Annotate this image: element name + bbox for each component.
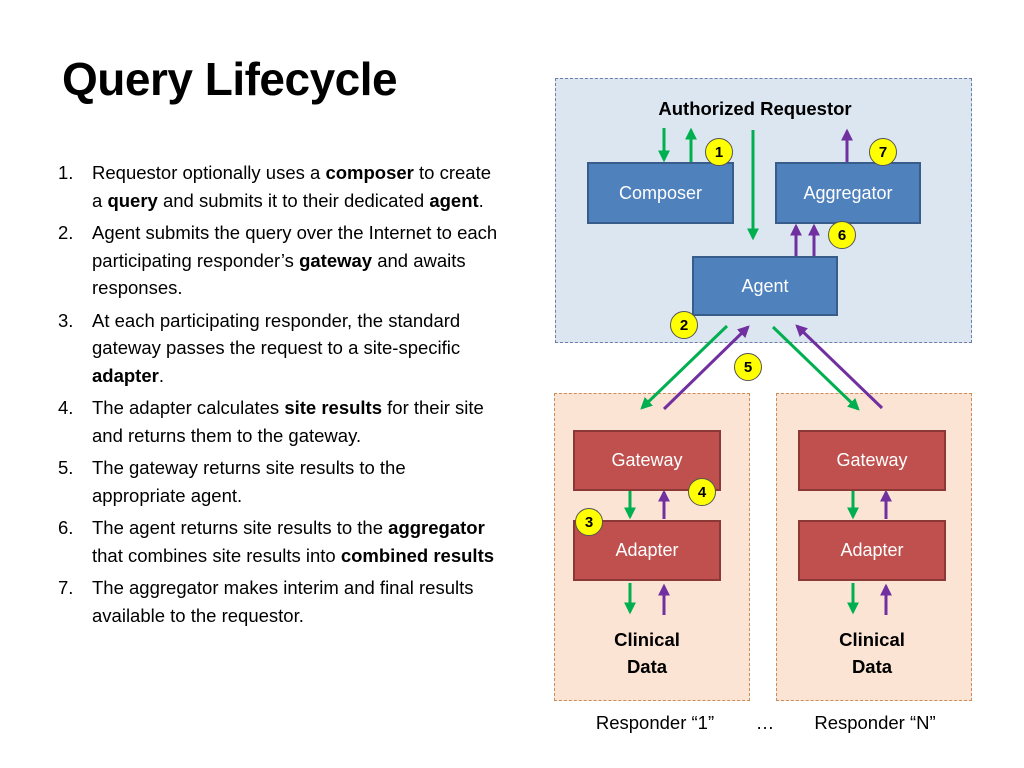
step-item: 3. At each participating responder, the s…: [58, 307, 498, 390]
clinical-data-line1: Clinical: [839, 629, 905, 650]
step-text: The agent returns site results to the: [92, 517, 389, 538]
step-text: and submits it to their dedicated: [157, 189, 430, 211]
authorized-requestor-label: Authorized Requestor: [658, 98, 852, 119]
step-item: 1. Requestor optionally uses a composer t…: [58, 159, 498, 214]
lifecycle-steps-list: 1. Requestor optionally uses a composer t…: [58, 159, 498, 634]
responder-1-caption: Responder “1”: [595, 712, 715, 733]
step-keyword: query: [107, 189, 158, 211]
step-text: The aggregator makes interim and final r…: [92, 577, 474, 626]
step-text: The adapter calculates: [92, 397, 285, 418]
step-text: that combines site results into: [92, 544, 341, 566]
agent-box[interactable]: Agent: [692, 256, 838, 316]
step-text: Requestor optionally uses a: [92, 162, 326, 183]
step-badge-4: 4: [688, 478, 716, 506]
step-text: Agent submits the query over the Interne…: [92, 222, 498, 271]
step-text: .: [158, 364, 164, 386]
clinical-data-line2: Data: [851, 656, 893, 677]
step-number: 6.: [58, 517, 74, 538]
aggregator-box[interactable]: Aggregator: [775, 162, 921, 224]
responder-n-caption: Responder “N”: [814, 712, 936, 733]
step-number: 1.: [58, 162, 74, 183]
responders-ellipsis: …: [755, 712, 775, 733]
clinical-data-line2: Data: [626, 656, 668, 677]
step-text: The gateway returns site results to the …: [92, 457, 406, 506]
clinical-data-responder-n: Clinical Data: [812, 626, 932, 680]
step-number: 3.: [58, 309, 74, 331]
step-keyword: adapter: [92, 364, 159, 386]
step-text: and awaits responses.: [92, 249, 466, 299]
step-keyword: aggregator: [388, 517, 485, 538]
step-badge-5: 5: [734, 353, 762, 381]
step-keyword: combined results: [340, 544, 495, 566]
clinical-data-line1: Clinical: [614, 629, 680, 650]
gateway-box-responder-n[interactable]: Gateway: [798, 430, 946, 491]
step-number: 4.: [58, 397, 74, 418]
step-number: 7.: [58, 577, 74, 598]
step-text: for their site and returns them to the g…: [92, 397, 484, 446]
adapter-box-responder-n[interactable]: Adapter: [798, 520, 946, 581]
step-item: 7. The aggregator makes interim and final…: [58, 574, 498, 629]
step-number: 2.: [58, 222, 74, 243]
clinical-data-responder-1: Clinical Data: [587, 626, 707, 680]
step-item: 4. The adapter calculates site results fo…: [58, 394, 498, 449]
step-text: .: [478, 189, 484, 211]
step-badge-2: 2: [670, 311, 698, 339]
step-keyword: composer: [325, 162, 414, 183]
step-item: 5. The gateway returns site results to th…: [58, 454, 498, 509]
step-text: to create a: [92, 162, 492, 211]
step-item: 6.The agent returns site results to the …: [58, 514, 498, 569]
step-badge-3: 3: [575, 508, 603, 536]
composer-box[interactable]: Composer: [587, 162, 734, 224]
page-title: Query Lifecycle: [62, 53, 398, 105]
step-keyword: gateway: [299, 249, 373, 271]
step-text: At each participating responder, the sta…: [92, 309, 461, 359]
step-item: 2. Agent submits the query over the Inter…: [58, 219, 498, 302]
step-badge-7: 7: [869, 138, 897, 166]
step-keyword: agent: [429, 189, 479, 211]
step-badge-1: 1: [705, 138, 733, 166]
step-number: 5.: [58, 457, 74, 478]
step-badge-6: 6: [828, 221, 856, 249]
step-keyword: site results: [284, 397, 382, 418]
